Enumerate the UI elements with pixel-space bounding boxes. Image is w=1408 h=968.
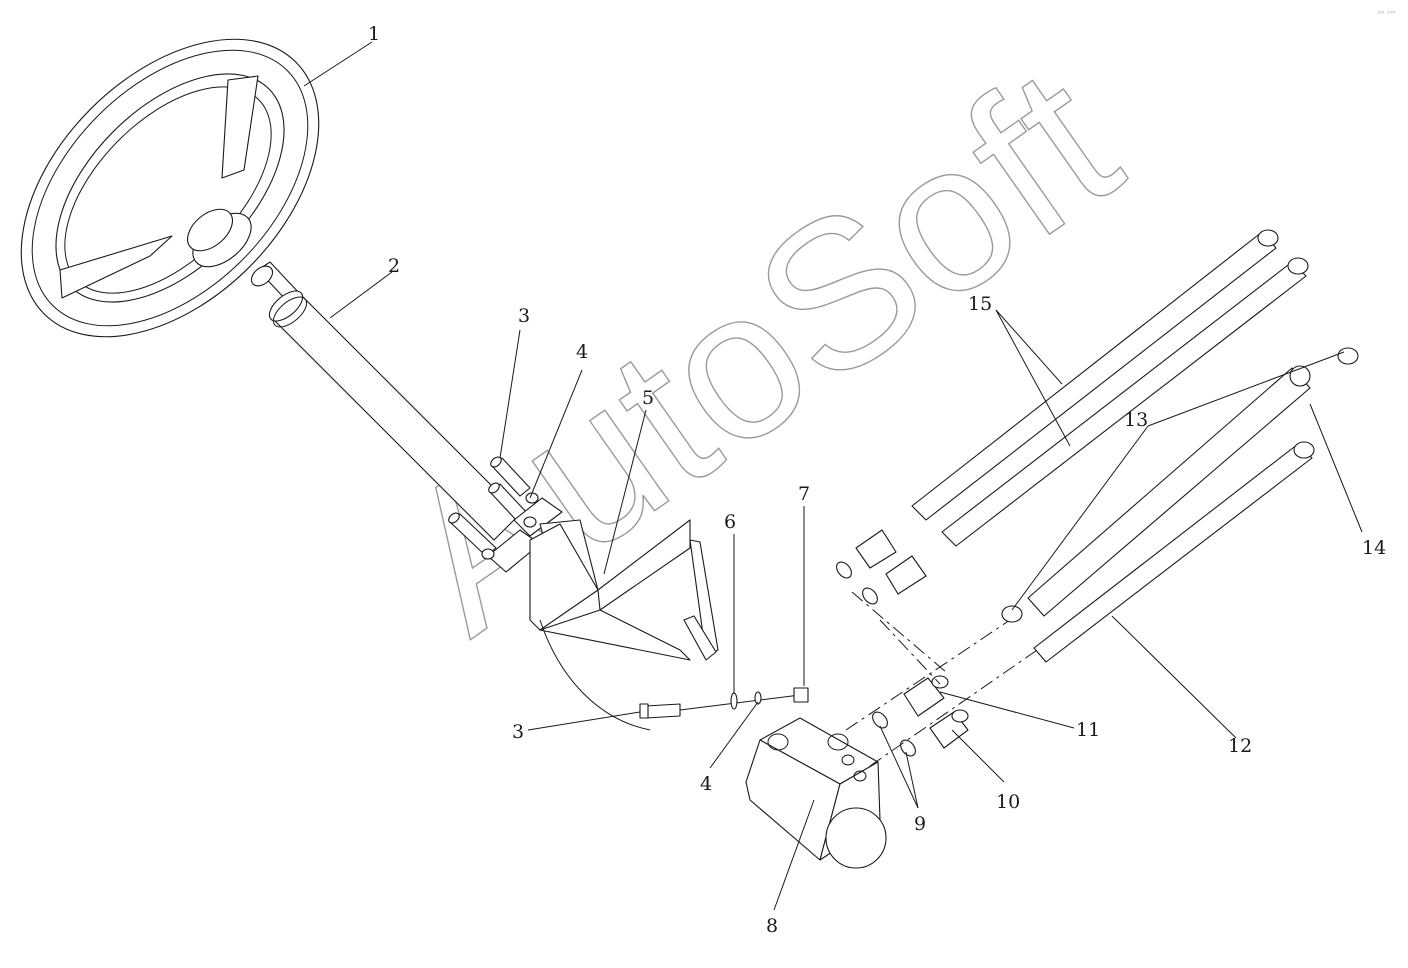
callout-3-lower: 3 (512, 721, 524, 743)
callout-6: 6 (724, 511, 736, 533)
callout-7: 7 (798, 483, 810, 505)
callout-4-upper: 4 (576, 341, 588, 363)
hydraulic-fittings (836, 529, 1041, 767)
callout-8: 8 (766, 915, 778, 937)
hoses-lower (1001, 347, 1359, 663)
washers-upper (481, 492, 539, 560)
bolt-set-upper (448, 456, 531, 557)
callout-13: 13 (1124, 409, 1148, 431)
callout-4-lower: 4 (700, 773, 712, 795)
callout-2: 2 (388, 255, 400, 277)
steering-control-unit (745, 717, 887, 869)
watermark: AutoSoft (360, 22, 1156, 678)
callout-15: 15 (968, 293, 992, 315)
callout-9: 9 (914, 813, 926, 835)
callout-leaders (303, 41, 1363, 911)
hoses-upper (911, 229, 1309, 547)
fastener-row-lower (639, 687, 809, 719)
callout-5: 5 (642, 387, 654, 409)
watermark-text: AutoSoft (361, 22, 1156, 677)
callout-12: 12 (1228, 735, 1252, 757)
callout-14: 14 (1362, 537, 1386, 559)
steering-wheel (20, 38, 320, 338)
callout-1: 1 (368, 23, 380, 45)
callout-3-upper: 3 (518, 305, 530, 327)
corner-mark: ᵖᵒ ᵒᵐ (1378, 9, 1396, 18)
column-bracket (487, 497, 719, 731)
callout-labels: 1 2 3 4 5 6 7 3 4 8 9 10 11 12 13 14 15 (368, 23, 1386, 937)
callout-10: 10 (996, 791, 1020, 813)
callout-11: 11 (1076, 719, 1100, 741)
